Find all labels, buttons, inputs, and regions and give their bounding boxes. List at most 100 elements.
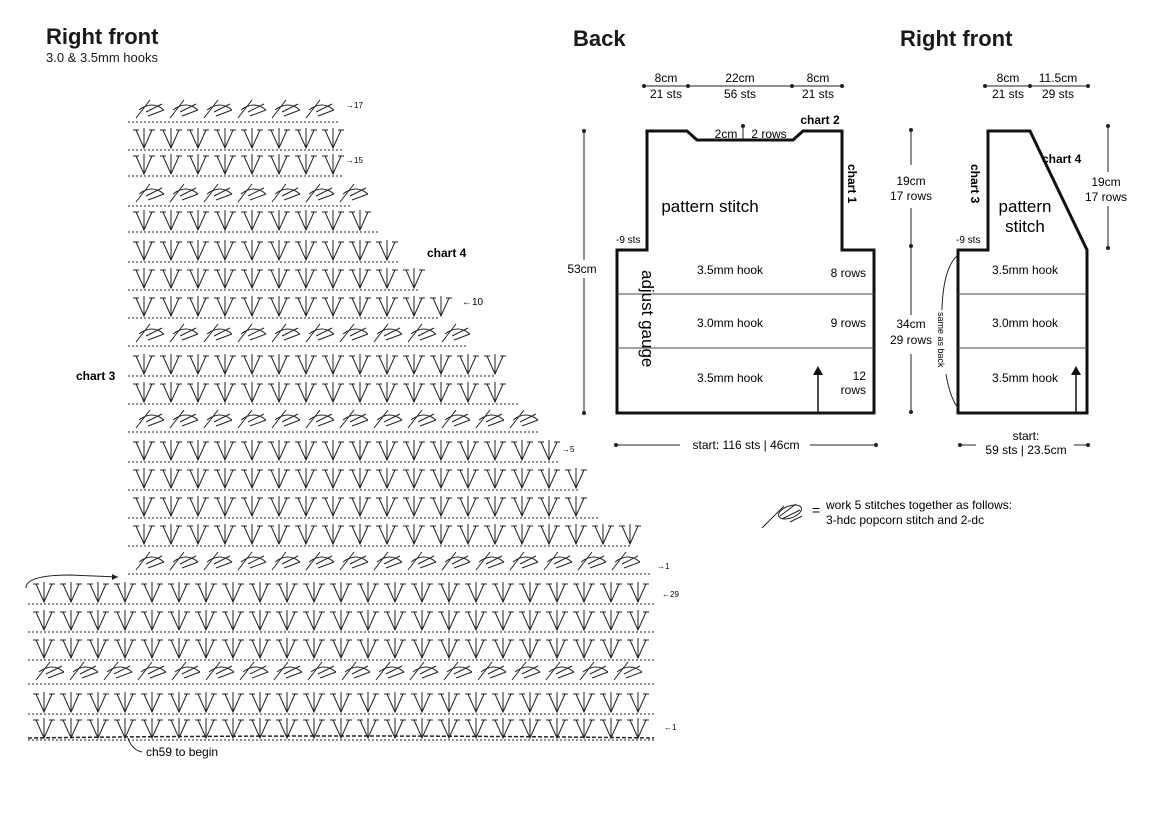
v-stitch-icon [195,610,217,632]
rf-pattern: pattern [999,197,1052,216]
v-stitch-icon [619,524,641,546]
v-stitch-icon [133,440,155,462]
v-stitch-icon [357,638,379,660]
v-stitch-icon [322,296,344,318]
v-stitch-icon [214,496,236,518]
v-stitch-icon [573,610,595,632]
v-stitch-icon [484,440,506,462]
popcorn-stitch-icon [373,323,403,343]
v-stitch-icon [465,692,487,714]
v-stitch-icon [295,268,317,290]
v-stitch-icon [511,468,533,490]
v-stitch-icon [573,638,595,660]
v-stitch-icon [133,296,155,318]
v-stitch-icon [600,582,622,604]
direction-arrowhead [813,366,823,375]
rf-side-note: same as back [936,312,946,368]
popcorn-stitch-icon [407,551,437,571]
v-stitch-icon [268,354,290,376]
v-stitch-icon [241,240,263,262]
lower-cm: 34cm [896,317,925,331]
v-stitch-icon [114,638,136,660]
v-stitch-icon [295,354,317,376]
v-stitch-icon [403,382,425,404]
v-stitch-icon [511,524,533,546]
rf-start: 59 sts | 23.5cm [985,443,1066,457]
v-stitch-icon [600,692,622,714]
v-stitch-icon [492,718,514,740]
v-stitch-icon [187,354,209,376]
popcorn-symbol-icon [761,503,803,529]
rf-outline [956,129,1089,415]
v-stitch-icon [187,496,209,518]
legend-line2: 3-hdc popcorn stitch and 2-dc [826,513,984,527]
v-stitch-icon [168,692,190,714]
v-stitch-icon [538,496,560,518]
v-stitch-icon [133,240,155,262]
v-stitch-icon [384,582,406,604]
v-stitch-icon [276,692,298,714]
v-stitch-icon [322,268,344,290]
popcorn-stitch-icon [271,551,301,571]
popcorn-stitch-icon [135,323,165,343]
v-stitch-icon [160,210,182,232]
popcorn-stitch-icon [103,661,133,681]
popcorn-stitch-icon [441,551,471,571]
v-stitch-icon [457,354,479,376]
start-label: start: 116 sts | 46cm [693,438,800,452]
popcorn-stitch-icon [135,551,165,571]
v-stitch-icon [627,638,649,660]
v-stitch-icon [187,296,209,318]
chart3-label: chart 3 [76,369,116,383]
v-stitch-icon [241,382,263,404]
v-stitch-icon [376,440,398,462]
v-stitch-icon [33,692,55,714]
v-stitch-icon [411,718,433,740]
rf-upper-cm: 19cm [1091,175,1120,189]
popcorn-stitch-icon [203,99,233,119]
popcorn-stitch-icon [305,409,335,429]
v-stitch-icon [33,582,55,604]
v-stitch-icon [160,154,182,176]
popcorn-stitch-icon [305,183,335,203]
neck-cm: 2cm [715,127,738,141]
v-stitch-icon [87,610,109,632]
v-stitch-icon [330,582,352,604]
v-stitch-icon [411,638,433,660]
v-stitch-icon [295,154,317,176]
v-stitch-icon [492,610,514,632]
v-stitch-icon [295,128,317,150]
row-marker: ←29 [662,590,679,599]
v-stitch-icon [222,610,244,632]
back-dim-sts: 21 sts [802,87,834,101]
v-stitch-icon [214,354,236,376]
band-hook: 3.5mm hook [697,263,764,277]
v-stitch-icon [492,582,514,604]
v-stitch-icon [195,692,217,714]
popcorn-stitch-icon [203,551,233,571]
v-stitch-icon [376,240,398,262]
rf-chart4: chart 4 [1042,152,1082,166]
adjust-gauge-label: adjust gauge [638,270,657,367]
back-dim-cm: 8cm [807,71,830,85]
v-stitch-icon [268,154,290,176]
v-stitch-icon [160,496,182,518]
v-stitch-icon [141,582,163,604]
v-stitch-icon [511,440,533,462]
popcorn-stitch-icon [237,99,267,119]
v-stitch-icon [268,440,290,462]
v-stitch-icon [330,638,352,660]
popcorn-stitch-icon [373,551,403,571]
v-stitch-icon [214,154,236,176]
v-stitch-icon [538,524,560,546]
popcorn-stitch-icon [475,551,505,571]
v-stitch-icon [430,468,452,490]
v-stitch-icon [187,524,209,546]
v-stitch-icon [538,468,560,490]
v-stitch-icon [295,440,317,462]
v-stitch-icon [465,718,487,740]
popcorn-stitch-icon [237,323,267,343]
v-stitch-icon [519,692,541,714]
legend-equals: = [812,502,820,518]
v-stitch-icon [249,718,271,740]
